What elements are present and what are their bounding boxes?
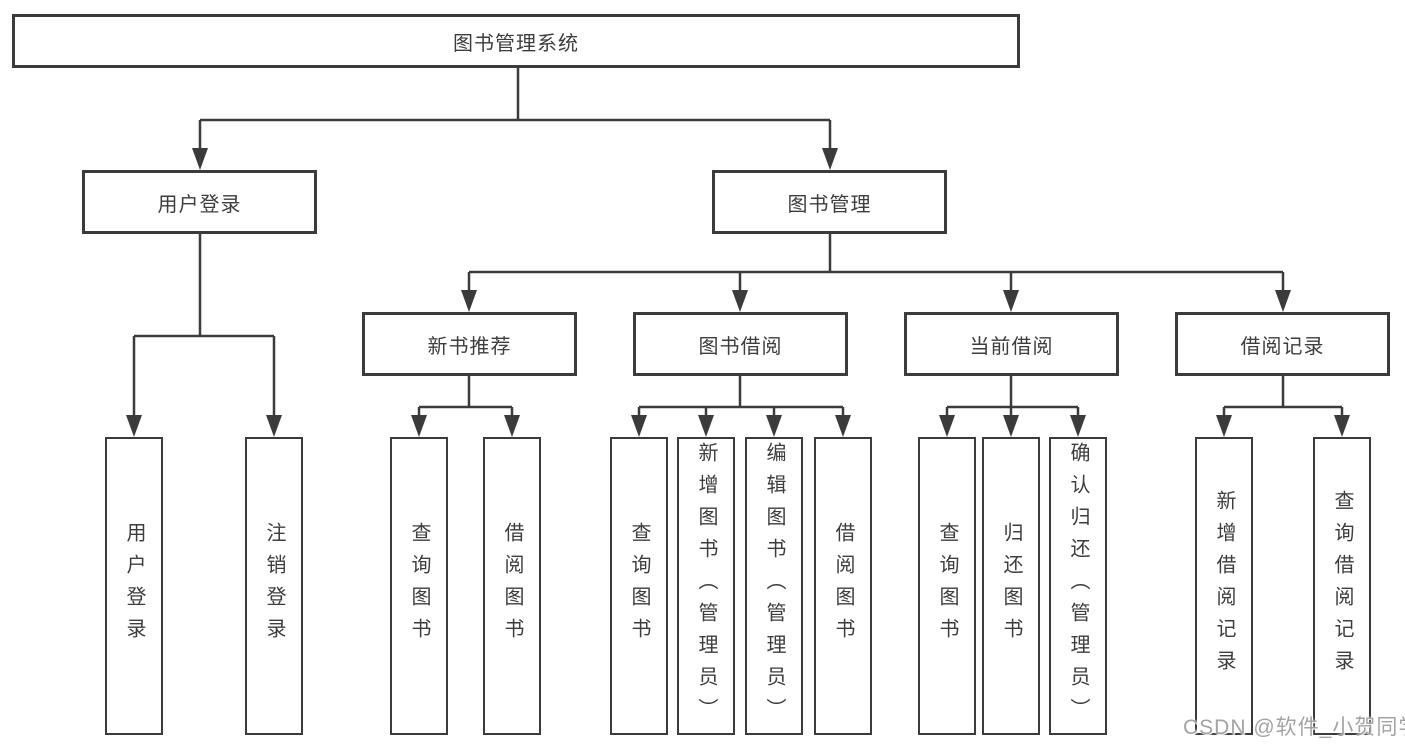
leaf-user-login: 用户登录 <box>105 437 163 735</box>
arrow-icon <box>461 290 477 312</box>
node-user-login: 用户登录 <box>82 170 317 234</box>
connector-root <box>198 68 832 152</box>
node-current-borrow: 当前借阅 <box>904 312 1119 376</box>
node-book-borrow: 图书借阅 <box>633 312 848 376</box>
leaf-borrow-query-book-label: 查询图书 <box>628 522 650 650</box>
node-book-mgmt-label: 图书管理 <box>787 193 872 216</box>
connector-lines <box>132 68 1344 419</box>
arrow-icon <box>1003 290 1019 312</box>
connector-current-borrow <box>945 376 1080 419</box>
arrow-icon <box>1275 290 1291 312</box>
leaf-newrec-borrow-book-label: 借阅图书 <box>501 522 523 650</box>
node-current-borrow-label: 当前借阅 <box>969 335 1054 358</box>
arrow-icon <box>126 415 142 437</box>
leaf-return-book-label: 归还图书 <box>1000 522 1022 650</box>
arrow-icon <box>1216 415 1232 437</box>
arrow-icon <box>732 290 748 312</box>
leaf-add-borrow-record: 新增借阅记录 <box>1195 437 1253 735</box>
leaf-return-book: 归还图书 <box>982 437 1040 735</box>
arrow-icon <box>766 415 782 437</box>
leaf-query-borrow-record: 查询借阅记录 <box>1313 437 1371 735</box>
leaf-logout-label: 注销登录 <box>263 522 285 650</box>
arrow-icon <box>631 415 647 437</box>
watermark: CSDN @软件_小贺同学 <box>1183 716 1405 739</box>
leaf-borrow-book-label: 借阅图书 <box>832 522 854 650</box>
node-user-login-label: 用户登录 <box>157 193 242 216</box>
node-new-book-rec-label: 新书推荐 <box>427 335 512 358</box>
arrow-icon <box>1070 415 1086 437</box>
arrow-icon <box>1003 415 1019 437</box>
leaf-borrow-book: 借阅图书 <box>814 437 872 735</box>
leaf-newrec-query-book-label: 查询图书 <box>408 522 430 650</box>
connector-user-login <box>132 234 276 419</box>
node-root: 图书管理系统 <box>12 14 1020 68</box>
arrowheads <box>126 148 1350 437</box>
connector-borrow-record <box>1222 376 1344 419</box>
arrow-icon <box>504 415 520 437</box>
arrow-icon <box>698 415 714 437</box>
arrow-icon <box>192 148 208 170</box>
connector-book-borrow <box>637 376 845 419</box>
node-new-book-rec: 新书推荐 <box>362 312 577 376</box>
node-root-label: 图书管理系统 <box>453 32 579 55</box>
leaf-edit-book-admin: 编辑图书（管理员） <box>745 437 803 735</box>
leaf-add-book-admin-label: 新增图书（管理员） <box>695 442 717 730</box>
leaf-user-login-label: 用户登录 <box>123 522 145 650</box>
connector-book-mgmt <box>467 234 1285 294</box>
leaf-newrec-borrow-book: 借阅图书 <box>483 437 541 735</box>
arrow-icon <box>266 415 282 437</box>
leaf-logout: 注销登录 <box>245 437 303 735</box>
node-borrow-record-label: 借阅记录 <box>1240 335 1325 358</box>
connector-new-book <box>417 376 514 419</box>
node-book-borrow-label: 图书借阅 <box>698 335 783 358</box>
leaf-query-borrow-record-label: 查询借阅记录 <box>1331 490 1353 682</box>
node-book-mgmt: 图书管理 <box>712 170 947 234</box>
node-borrow-record: 借阅记录 <box>1175 312 1390 376</box>
arrow-icon <box>835 415 851 437</box>
leaf-confirm-return-admin-label: 确认归还（管理员） <box>1067 442 1089 730</box>
leaf-add-book-admin: 新增图书（管理员） <box>677 437 735 735</box>
leaf-borrow-query-book: 查询图书 <box>610 437 668 735</box>
arrow-icon <box>411 415 427 437</box>
leaf-add-borrow-record-label: 新增借阅记录 <box>1213 490 1235 682</box>
leaf-current-query-book: 查询图书 <box>918 437 976 735</box>
leaf-newrec-query-book: 查询图书 <box>390 437 448 735</box>
leaf-confirm-return-admin: 确认归还（管理员） <box>1049 437 1107 735</box>
arrow-icon <box>939 415 955 437</box>
arrow-icon <box>822 148 838 170</box>
arrow-icon <box>1334 415 1350 437</box>
leaf-edit-book-admin-label: 编辑图书（管理员） <box>763 442 785 730</box>
leaf-current-query-book-label: 查询图书 <box>936 522 958 650</box>
